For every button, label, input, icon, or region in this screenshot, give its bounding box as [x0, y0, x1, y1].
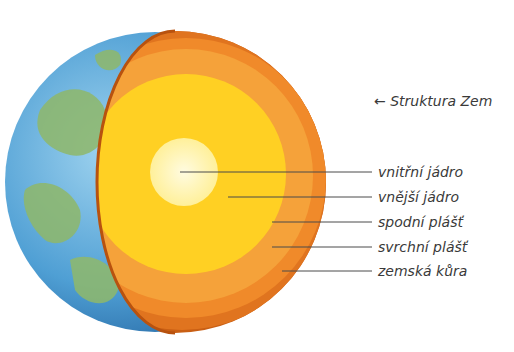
part-label: zemská kůra	[376, 263, 469, 279]
part-label: svrchní plášť	[376, 239, 469, 255]
figure-title: ← Struktura Zem	[372, 93, 494, 109]
cut-edge	[97, 31, 175, 333]
part-label: vnitřní jádro	[376, 164, 465, 180]
leader-lines	[180, 172, 372, 271]
part-label: vnější jádro	[376, 189, 461, 205]
earth-section	[32, 25, 340, 345]
part-label: spodní plášť	[376, 214, 465, 230]
